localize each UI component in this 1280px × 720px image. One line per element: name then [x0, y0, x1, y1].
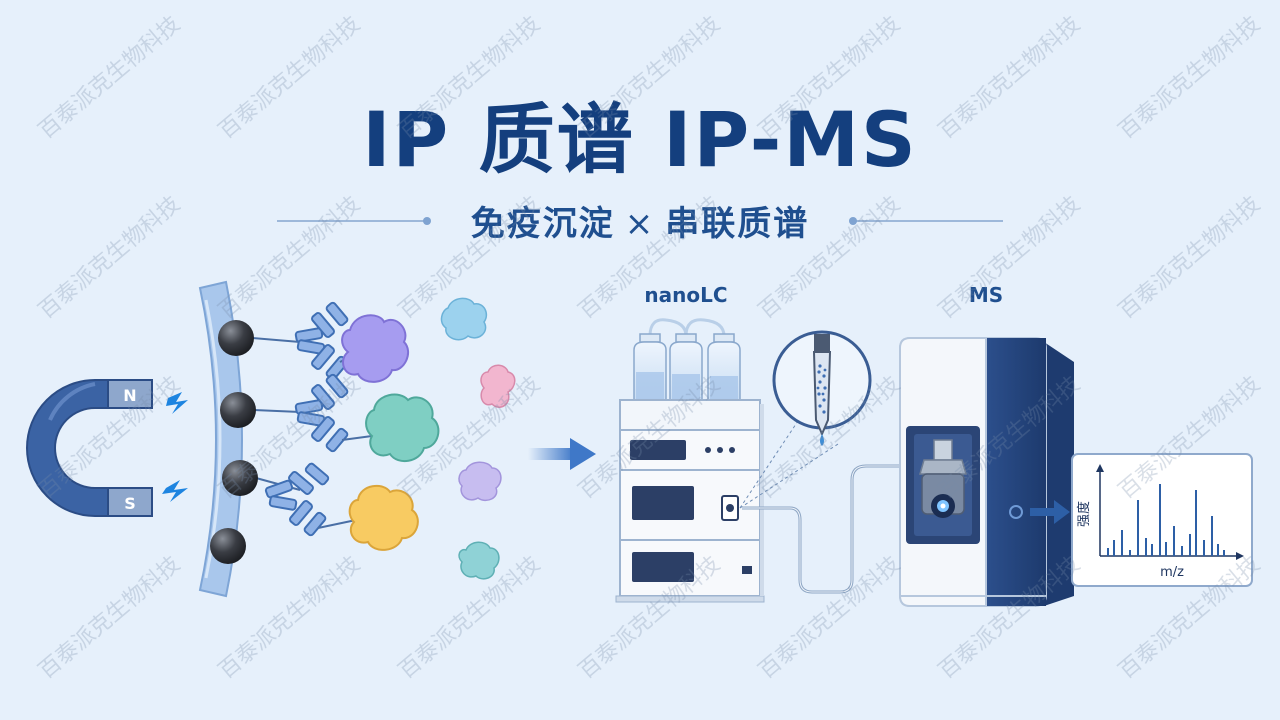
nano-column-zoom-callout — [739, 330, 872, 509]
antibody-icon — [264, 462, 330, 537]
ms-label: MS — [969, 283, 1003, 307]
spectrum-x-axis-label: m/z — [1160, 565, 1184, 580]
target-protein-purple — [341, 314, 410, 383]
magnetic-bead — [218, 320, 254, 356]
mass-spectrum-panel: 强度 m/z — [1071, 453, 1253, 587]
magnetic-bead — [222, 460, 258, 496]
solvent-bottle-icon — [633, 333, 667, 403]
unbound-protein-teal — [458, 541, 500, 580]
magnet-north-label: N — [123, 386, 136, 405]
subtitle-left: 免疫沉淀 — [470, 204, 615, 244]
page-title: IP 质谱 IP-MS — [362, 95, 918, 184]
target-protein-yellow — [348, 484, 419, 551]
antibody-icon — [294, 373, 349, 453]
magnetic-bead — [210, 528, 246, 564]
subtitle-divider-right — [849, 216, 1004, 225]
magnetic-bead — [220, 392, 256, 428]
target-protein-teal — [365, 393, 440, 463]
nanolc-label: nanoLC — [644, 283, 727, 307]
nanolc-instrument — [615, 318, 765, 603]
magnet-icon: N S — [26, 379, 153, 517]
bead-antibody-complex — [210, 301, 440, 564]
flow-arrow-icon — [528, 438, 596, 470]
unbound-protein-lavender — [458, 461, 502, 502]
unbound-protein-blue — [440, 297, 488, 341]
solvent-bottle-icon — [669, 333, 703, 403]
mass-spectrometer-instrument — [899, 337, 1074, 607]
solvent-bottle-icon — [707, 333, 741, 403]
unbound-protein-pink — [480, 364, 516, 408]
subtitle-row: 免疫沉淀×串联质谱 — [0, 196, 1280, 245]
subtitle: 免疫沉淀×串联质谱 — [471, 196, 810, 245]
magnetic-field-spark-icon — [162, 392, 188, 502]
spectrum-y-axis-label: 强度 — [1076, 501, 1092, 527]
subtitle-divider-left — [276, 216, 431, 225]
antibody-icon — [294, 301, 349, 381]
transfer-tubing — [742, 464, 920, 594]
subtitle-separator: × — [624, 204, 656, 244]
spectrum-peaks — [1107, 484, 1225, 556]
output-arrow-icon — [1030, 500, 1070, 524]
subtitle-right: 串联质谱 — [665, 204, 810, 244]
magnet-south-label: S — [124, 494, 136, 513]
